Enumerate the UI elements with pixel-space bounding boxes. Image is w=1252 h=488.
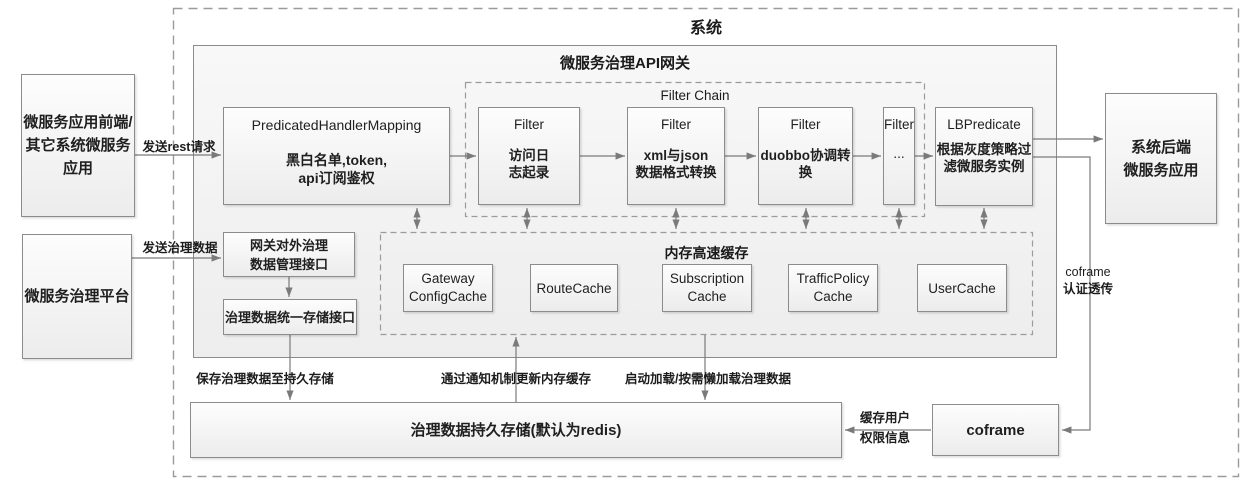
governance-data-storage-interface-box: 治理数据统一存储接口: [223, 299, 357, 335]
backend-services-label: 系统后端: [1130, 138, 1191, 156]
cache-traffic-policy-label: Cache: [813, 289, 853, 304]
cache-subscription-label: Subscription: [669, 271, 745, 286]
lb-predicate-box: LBPredicate 根据灰度策略过 滤微服务实例: [935, 107, 1033, 206]
filter-title: Filter: [661, 117, 691, 132]
cache-traffic-policy-label: TrafficPolicy: [796, 271, 870, 286]
gateway-governance-mgmt-interface-box: 网关对外治理 数据管理接口: [223, 232, 355, 277]
frontend-apps-box: 微服务应用前端/ 其它系统微服务 应用: [21, 74, 135, 217]
memory-cache-boundary: [379, 231, 1034, 336]
edge-label-coframe-auth-line: 认证透传: [1062, 282, 1113, 296]
cache-box-gateway-config: Gateway ConfigCache: [403, 264, 493, 312]
filter-box-access-log: Filter 访问日 志起录: [478, 107, 580, 205]
predicated-handler-mapping-box: PredicatedHandlerMapping 黑白名单,token, api…: [223, 107, 450, 205]
system-boundary: [172, 7, 1240, 478]
filter-access-log-label: 志起录: [508, 165, 550, 180]
edge-label-cache-user-permissions-line: 权限信息: [859, 431, 910, 445]
arrow-coframe-auth-passthrough: [1033, 156, 1091, 434]
governance-platform-box: 微服务治理平台: [22, 234, 132, 359]
gateway-title: 微服务治理API网关: [559, 55, 690, 72]
frontend-apps-label: 微服务应用前端/: [23, 114, 133, 131]
predicated-handler-mapping-title: PredicatedHandlerMapping: [251, 117, 422, 133]
filter-title: Filter: [514, 117, 544, 132]
persistent-storage-label: 治理数据持久存储(默认为redis): [410, 421, 622, 439]
frontend-apps-label: 其它系统微服务: [25, 137, 131, 154]
cache-box-route: RouteCache: [530, 264, 618, 312]
edge-label-send-rest: 发送rest请求: [142, 140, 216, 154]
edge-label-cache-user-permissions-line: 缓存用户: [859, 411, 910, 425]
edge-label-lazy-load: 启动加载/按需懒加载治理数据: [625, 372, 791, 386]
coframe-label: coframe: [966, 421, 1025, 439]
filter-box-dubbo: Filter duobbo协调转 换: [758, 107, 853, 205]
filter-chain-boundary: [464, 81, 926, 218]
backend-services-box: 系统后端 微服务应用: [1105, 93, 1217, 224]
edge-label-cache-user-permissions: 缓存用户 权限信息: [853, 408, 917, 448]
coframe-box: coframe: [932, 404, 1059, 456]
edge-label-coframe-auth: coframe 认证透传: [1048, 264, 1128, 298]
filter-box-more: Filter ...: [883, 107, 915, 205]
backend-services-label: 微服务应用: [1123, 161, 1199, 179]
persistent-storage-box: 治理数据持久存储(默认为redis): [190, 402, 842, 458]
edge-label-save-persistent: 保存治理数据至持久存储: [196, 372, 334, 386]
filter-dubbo-label: 换: [798, 165, 813, 180]
system-title: 系统: [689, 20, 722, 37]
filter-title: Filter: [790, 117, 821, 132]
filter-xml-json-label: xml与json: [643, 148, 709, 163]
storage-interface-label: 治理数据统一存储接口: [224, 309, 355, 325]
governance-platform-label: 微服务治理平台: [24, 288, 130, 305]
cache-user-label: UserCache: [928, 280, 996, 296]
filter-xml-json-label: 数据格式转换: [635, 165, 717, 180]
filter-more-label: ...: [893, 146, 905, 161]
handler-auth-label: api订阅鉴权: [298, 170, 375, 186]
filter-dubbo-label: duobbo协调转: [760, 148, 851, 163]
handler-auth-label: 黑白名单,token,: [285, 152, 388, 168]
filter-chain-title: Filter Chain: [660, 88, 730, 103]
cache-box-traffic-policy: TrafficPolicy Cache: [788, 264, 878, 312]
edge-label-send-governance: 发送治理数据: [142, 241, 218, 255]
filter-title: Filter: [884, 117, 914, 132]
lb-predicate-label: 滤微服务实例: [943, 159, 1025, 174]
cache-box-user: UserCache: [917, 264, 1007, 312]
filter-box-xml-json: Filter xml与json 数据格式转换: [627, 107, 725, 205]
lb-predicate-label: 根据灰度策略过: [936, 142, 1032, 157]
frontend-apps-label: 应用: [62, 160, 93, 177]
cache-box-subscription: Subscription Cache: [662, 264, 752, 312]
memory-cache-title: 内存高速缓存: [664, 245, 749, 261]
mgmt-interface-label: 数据管理接口: [249, 256, 328, 272]
cache-gateway-config-label: ConfigCache: [408, 289, 488, 304]
cache-route-label: RouteCache: [536, 280, 612, 296]
filter-access-log-label: 访问日: [508, 148, 550, 163]
cache-subscription-label: Cache: [687, 289, 727, 304]
mgmt-interface-label: 网关对外治理: [249, 237, 328, 253]
edge-label-notify-update: 通过通知机制更新内存缓存: [440, 372, 591, 386]
cache-gateway-config-label: Gateway: [421, 271, 475, 286]
lb-predicate-title: LBPredicate: [947, 117, 1021, 132]
edge-label-coframe-auth-line: coframe: [1065, 265, 1111, 279]
